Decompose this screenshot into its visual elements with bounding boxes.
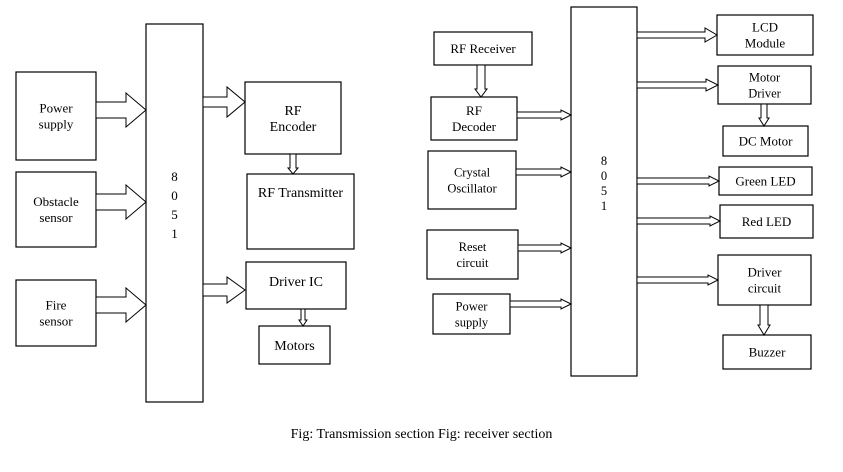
reset-circuit-block-label-0: Reset [459, 240, 487, 254]
driver-circuit-block-label-0: Driver [748, 265, 783, 280]
mcu-8051-tx-block-box [145, 23, 204, 403]
lcd-module-block-label-1: Module [745, 36, 786, 51]
mcu-8051-tx-block-label-2: 5 [171, 207, 178, 222]
power-supply-block-box [15, 71, 97, 161]
motors-block: Motors [258, 325, 331, 365]
fire-sensor-block-label-1: sensor [39, 314, 73, 329]
driver-ic-block: Driver IC [245, 261, 347, 310]
decoder-to-mcu-arrow [516, 109, 573, 121]
driver-ic-block-label-0: Driver IC [269, 275, 323, 290]
dc-motor-block-box [722, 125, 809, 157]
rf-receiver-block-label-0: RF Receiver [450, 41, 516, 56]
rf-transmitter-block: RF Transmitter [246, 173, 355, 250]
power-rx-to-mcu-arrow [509, 298, 573, 310]
crystal-oscillator-block-label-1: Oscillator [447, 181, 497, 195]
buzzer-block-label-0: Buzzer [749, 345, 786, 360]
mcu-8051-tx-block-label-0: 8 [171, 169, 178, 184]
power-supply-block-label-0: Power [39, 101, 73, 116]
lcd-module-block-box [716, 14, 814, 56]
obstacle-sensor-block-box [15, 171, 97, 248]
rf-encoder-block-label-0: RF [284, 104, 301, 119]
rf-decoder-block-label-1: Decoder [452, 119, 497, 134]
power-supply-rx-block-label-0: Power [456, 299, 489, 313]
reset-circuit-block-box [426, 229, 519, 280]
driver-ic-block-box [245, 261, 347, 310]
rf-transmitter-block-box [246, 173, 355, 250]
mcu-8051-rx-block-box [570, 6, 638, 377]
green-led-block-label-0: Green LED [735, 174, 795, 189]
rf-transmitter-block-label-0: RF Transmitter [258, 186, 344, 201]
mcu-8051-tx-block-label-1: 0 [171, 188, 178, 203]
dc-motor-block-label-0: DC Motor [739, 134, 793, 149]
power-supply-rx-block-label-1: supply [455, 315, 489, 329]
mcu-8051-tx-block-label-3: 1 [171, 226, 178, 241]
power-to-mcu-arrow [95, 91, 147, 129]
mcu-to-motor-driver-arrow [636, 78, 720, 92]
red-led-block-label-0: Red LED [742, 214, 791, 229]
mcu-to-green-led-arrow [636, 175, 721, 187]
fire-sensor-block-label-0: Fire [46, 298, 67, 313]
figure-caption: Fig: Transmission section Fig: receiver … [290, 427, 553, 442]
buzzer-block-box [722, 334, 812, 370]
motor-driver-block-box [717, 65, 812, 105]
motors-block-label-0: Motors [274, 339, 314, 354]
reset-to-mcu-arrow [517, 242, 573, 254]
mcu-to-red-led-arrow [636, 215, 722, 227]
mcu-8051-rx-block-label-2: 5 [601, 184, 607, 198]
red-led-block: Red LED [719, 204, 814, 239]
obstacle-sensor-block-label-1: sensor [39, 210, 73, 225]
encoder-to-transmitter-arrow [286, 153, 300, 175]
dc-motor-block: DC Motor [722, 125, 809, 157]
reset-circuit-block-label-1: circuit [457, 256, 489, 270]
driver-circuit-block-label-1: circuit [748, 281, 782, 296]
driver-circuit-to-buzzer-arrow [757, 304, 771, 336]
motor-driver-block-label-1: Driver [748, 86, 781, 100]
rf-receiver-block: RF Receiver [433, 31, 533, 66]
mcu-to-lcd-arrow [636, 27, 718, 43]
mcu-8051-rx-block-label-3: 1 [601, 199, 607, 213]
mcu-8051-rx-block-label-1: 0 [601, 169, 607, 183]
rf-decoder-block-box [430, 96, 518, 141]
mcu-8051-rx-block-label-0: 8 [601, 154, 607, 168]
driver-ic-to-motors-arrow [298, 308, 308, 327]
receiver-to-decoder-arrow [474, 64, 488, 98]
rf-encoder-block-label-1: Encoder [270, 120, 317, 135]
motor-driver-block-label-0: Motor [749, 70, 781, 84]
mcu-8051-tx-block: 8 0 5 1 [145, 23, 204, 403]
obstacle-to-mcu-arrow [95, 183, 147, 221]
crystal-oscillator-block-box [427, 150, 517, 210]
lcd-module-block-label-0: LCD [752, 20, 778, 35]
motors-block-box [258, 325, 331, 365]
rf-decoder-block-label-0: RF [466, 103, 482, 118]
buzzer-block: Buzzer [722, 334, 812, 370]
motor-driver-to-dc-motor-arrow [758, 103, 770, 127]
oscillator-to-mcu-arrow [515, 166, 573, 178]
fire-to-mcu-arrow [95, 286, 147, 324]
reset-circuit-block: Reset circuit [426, 229, 519, 280]
power-supply-rx-block-box [432, 293, 511, 335]
fire-sensor-block-box [15, 279, 97, 347]
crystal-oscillator-block-label-0: Crystal [454, 165, 491, 179]
power-supply-block-label-1: supply [39, 117, 74, 132]
mcu-to-driver-circuit-arrow [636, 274, 720, 286]
green-led-block: Green LED [718, 166, 813, 196]
mcu-to-encoder-arrow [202, 85, 246, 119]
mcu-to-driver-ic-arrow [202, 276, 246, 304]
power-supply-rx-block: Power supply [432, 293, 511, 335]
obstacle-sensor-block-label-0: Obstacle [33, 194, 79, 209]
